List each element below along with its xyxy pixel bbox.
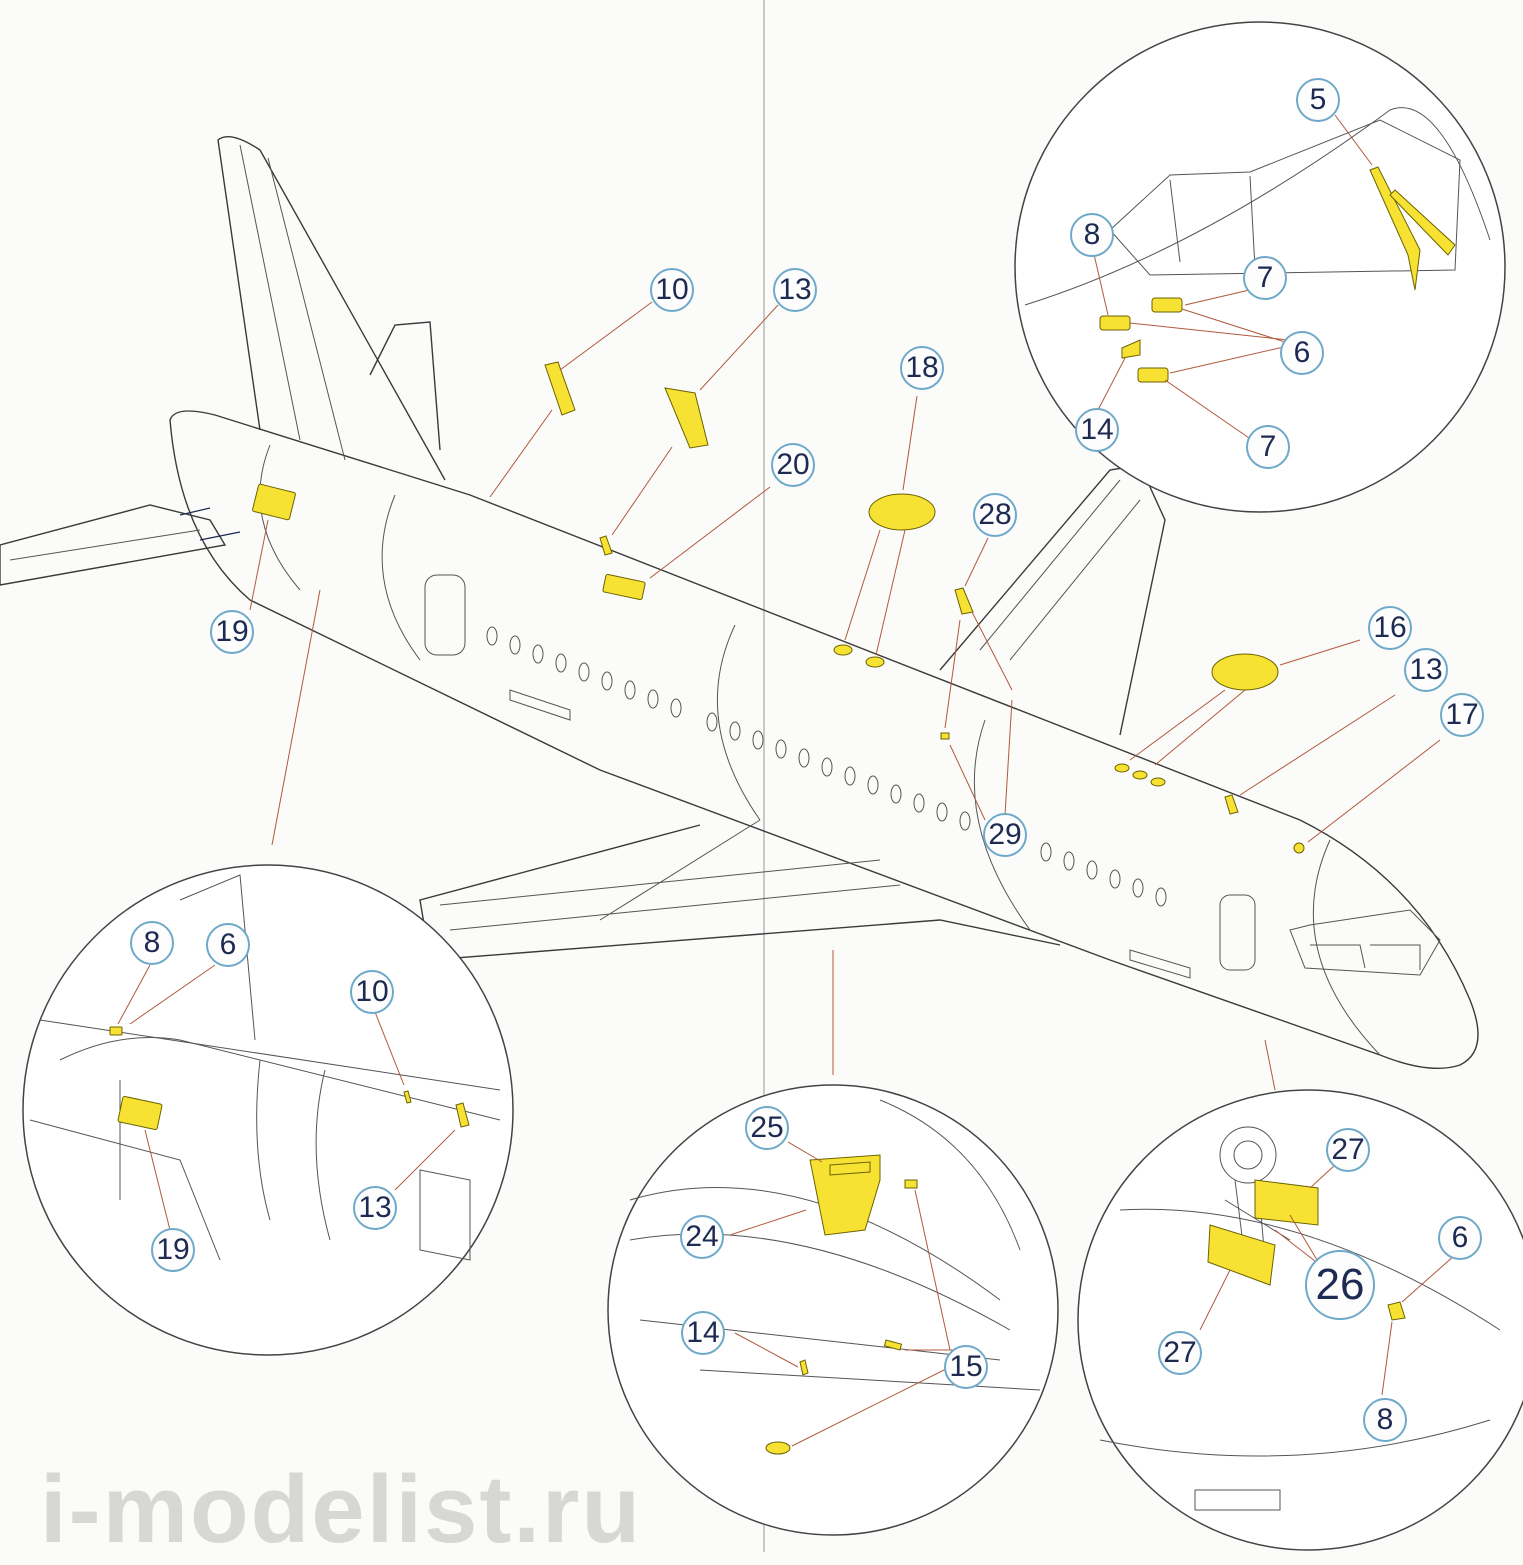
callout-14-cockpit: 14 — [1075, 408, 1119, 452]
near-wing — [419, 819, 1061, 961]
etched-parts-main — [252, 361, 1305, 854]
watermark-text: i-modelist.ru — [40, 1456, 643, 1563]
callout-10-fuselage: 10 — [650, 268, 694, 312]
callout-13-fuselage: 13 — [773, 268, 817, 312]
detail-circle-nose — [1077, 1089, 1523, 1551]
callout-8-tail: 8 — [130, 921, 174, 965]
detail-circle-tail — [22, 864, 514, 1356]
callout-6-nose: 6 — [1438, 1216, 1482, 1260]
detail-circle-belly — [607, 1084, 1059, 1536]
callout-10-tail: 10 — [350, 970, 394, 1014]
callout-18: 18 — [900, 346, 944, 390]
callout-13-nose-area: 13 — [1404, 648, 1448, 692]
callout-20: 20 — [771, 443, 815, 487]
callout-13-tail: 13 — [353, 1186, 397, 1230]
callout-8-cockpit: 8 — [1070, 213, 1114, 257]
callout-24: 24 — [680, 1215, 724, 1259]
callout-27-upper: 27 — [1326, 1128, 1370, 1172]
callout-8-nose: 8 — [1363, 1398, 1407, 1442]
callout-17: 17 — [1440, 693, 1484, 737]
callout-28: 28 — [973, 493, 1017, 537]
callout-19-fuselage: 19 — [210, 610, 254, 654]
callout-29: 29 — [983, 813, 1027, 857]
callout-5: 5 — [1296, 78, 1340, 122]
vertical-stabilizer — [217, 136, 446, 481]
callout-6-tail: 6 — [206, 923, 250, 967]
callout-15: 15 — [944, 1345, 988, 1389]
leader-lines-main — [179, 301, 1441, 1091]
page-fold-line — [763, 0, 765, 1552]
callout-19-tail: 19 — [151, 1228, 195, 1272]
horizontal-stabilizer — [0, 321, 441, 586]
cabin-windows — [486, 626, 1167, 907]
callout-27-lower: 27 — [1158, 1331, 1202, 1375]
callout-25: 25 — [745, 1106, 789, 1150]
callout-6-cockpit: 6 — [1280, 331, 1324, 375]
callout-7-lower: 7 — [1246, 425, 1290, 469]
fuselage-outline — [169, 410, 1479, 1069]
callout-7-upper: 7 — [1243, 256, 1287, 300]
callout-16: 16 — [1368, 606, 1412, 650]
callout-14-belly: 14 — [681, 1311, 725, 1355]
callout-26: 26 — [1305, 1250, 1375, 1320]
